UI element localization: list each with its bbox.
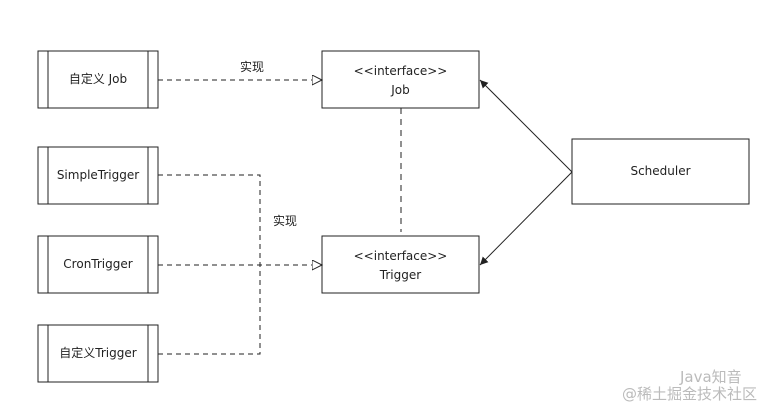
association-edge-scheduler-job — [479, 79, 573, 173]
class-label-custom-trigger: 自定义Trigger — [59, 346, 137, 360]
watermark-line1: Java知音 — [680, 368, 742, 386]
interface-name-job: Job — [391, 83, 410, 97]
realization-edge-custom-trigger — [158, 265, 261, 355]
interface-stereotype-job: <<interface>> — [353, 64, 448, 78]
realization-edge-simple-trigger — [158, 174, 261, 265]
class-box-custom-job — [37, 50, 159, 109]
class-box-cron-trigger — [37, 235, 159, 294]
interface-name-trigger: Trigger — [379, 268, 422, 282]
class-box-simple-trigger — [37, 146, 159, 205]
association-edge-scheduler-trigger — [479, 171, 573, 266]
class-box-custom-trigger — [37, 324, 159, 383]
scheduler-label: Scheduler — [630, 164, 691, 178]
realization-label-job: 实现 — [240, 60, 265, 74]
class-label-simple-trigger: SimpleTrigger — [56, 168, 140, 182]
interface-box-job — [321, 50, 480, 109]
interface-stereotype-trigger: <<interface>> — [353, 249, 448, 263]
class-label-custom-job: 自定义 Job — [68, 72, 128, 86]
interface-box-trigger — [321, 235, 480, 294]
class-label-cron-trigger: CronTrigger — [63, 257, 133, 271]
scheduler-box — [571, 138, 750, 205]
realization-label-trigger: 实现 — [273, 214, 298, 228]
watermark-line2: @稀土掘金技术社区 — [622, 385, 758, 403]
